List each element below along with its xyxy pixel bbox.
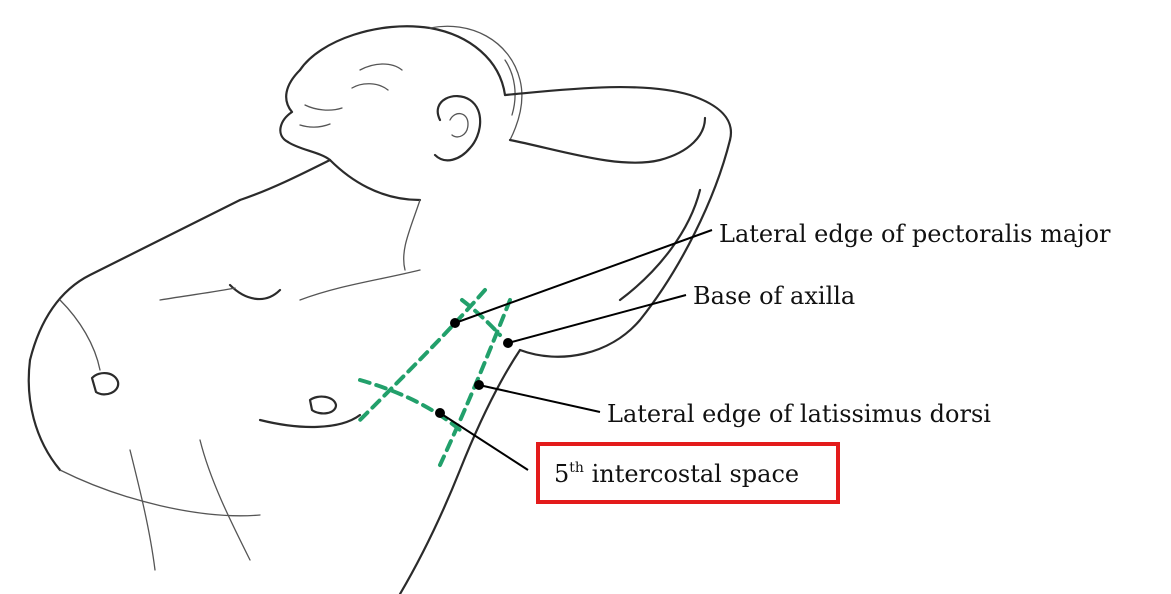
torso-sketch bbox=[29, 160, 520, 594]
intercostal-number: 5 bbox=[554, 460, 569, 488]
axilla-anchor-dot bbox=[503, 338, 513, 348]
head-sketch bbox=[280, 26, 522, 200]
leader-lines bbox=[435, 230, 712, 470]
pectoralis-leader bbox=[455, 230, 712, 323]
pectoralis-anchor-dot bbox=[450, 318, 460, 328]
label-intercostal-space: 5th intercostal space bbox=[554, 462, 799, 486]
intercostal-leader bbox=[440, 413, 528, 470]
latissimus-anchor-dot bbox=[474, 380, 484, 390]
pectoralis-guide-line bbox=[360, 290, 485, 420]
intercostal-anchor-dot bbox=[435, 408, 445, 418]
label-base-of-axilla: Base of axilla bbox=[693, 284, 855, 308]
label-latissimus-dorsi: Lateral edge of latissimus dorsi bbox=[607, 402, 991, 426]
axilla-leader bbox=[508, 295, 686, 343]
label-pectoralis-major: Lateral edge of pectoralis major bbox=[719, 222, 1111, 246]
intercostal-text: intercostal space bbox=[584, 460, 799, 488]
latissimus-leader bbox=[479, 385, 600, 412]
highlight-box-intercostal: 5th intercostal space bbox=[536, 442, 840, 504]
anatomical-guide-lines bbox=[360, 290, 510, 465]
arm-sketch bbox=[404, 87, 731, 357]
intercostal-superscript: th bbox=[569, 460, 584, 476]
